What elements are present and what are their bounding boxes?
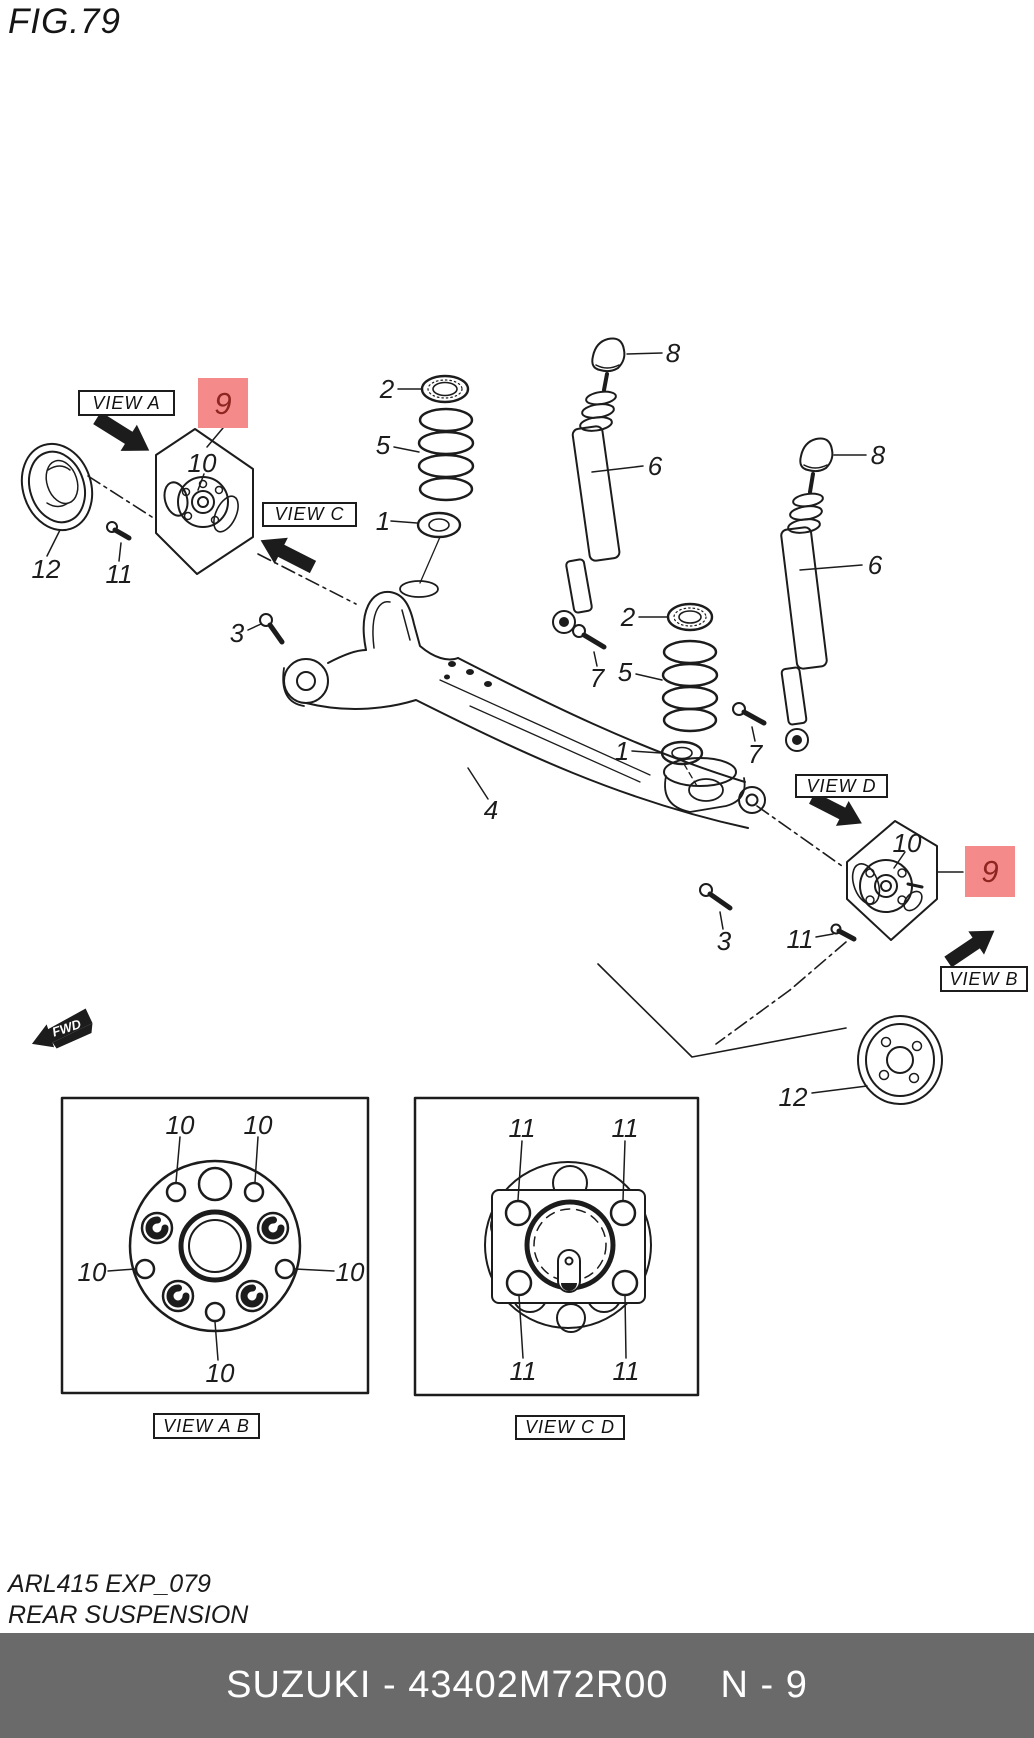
part-callout-10: 10 [165,1110,195,1140]
hub-box-right [846,820,964,941]
view-cd-figure [413,1096,700,1397]
part-callout-7: 7 [589,663,605,693]
drawing-code: ARL415 EXP_079 [8,1570,211,1598]
part-callout-2: 2 [379,374,395,404]
part-callout-10: 10 [335,1257,365,1287]
shock-absorber-left [552,337,663,634]
view-label-view-cd: VIEW C D [515,1415,625,1440]
view-label-view-ab: VIEW A B [153,1413,260,1439]
view-label-view-c: VIEW C [262,502,357,527]
view-label-view-b: VIEW B [940,966,1028,992]
part-callout-11: 11 [786,924,814,954]
view-c-arrow [252,526,321,582]
centerline-right [756,805,843,867]
figure-number: FIG.79 [8,2,121,41]
centerline-right-2 [789,941,847,991]
part-callout-11: 11 [105,559,133,589]
part-callout-3: 3 [716,926,732,956]
hub-assembly-left [163,476,239,533]
brake-drum-left [20,442,94,557]
part-callout-8: 8 [665,338,681,368]
bolt-7-right [732,702,767,742]
axle-beam [282,580,766,829]
part-callout-5: 5 [617,657,633,687]
centerline-left [87,475,153,518]
view-label-view-a: VIEW A [78,390,175,416]
bolt-11-right [815,923,857,942]
part-callout-11: 11 [612,1356,640,1386]
bolt-11-left [106,521,132,562]
part-callout-10: 10 [205,1358,235,1388]
fwd-arrow: FWD [31,1008,93,1049]
spring-group-upper [390,374,475,584]
part-callout-1: 1 [614,736,630,766]
part-callout-10: 10 [892,828,922,858]
part-callout-4: 4 [483,795,499,825]
part-callout-10: 10 [187,448,217,478]
centerline-right-3 [715,989,791,1045]
part-callout-10: 10 [77,1257,107,1287]
highlighted-part-9-right[interactable]: 9 [965,846,1015,897]
part-callout-3: 3 [229,618,245,648]
shock-absorber-right [780,437,867,752]
bolt-3-left [247,613,285,645]
part-callout-6: 6 [647,451,663,481]
hub-assembly-right [851,859,924,913]
part-callout-12: 12 [31,554,61,584]
part-callout-10: 10 [243,1110,273,1140]
bolt-3-right [699,883,733,930]
view-ab-figure [60,1096,370,1395]
footer-page-ref: N - 9 [720,1664,808,1706]
part-callout-1: 1 [375,506,391,536]
view-construction-line [597,963,847,1058]
part-callout-7: 7 [747,739,763,769]
footer-bar: SUZUKI - 43402M72R00 N - 9 [0,1633,1034,1738]
bolt-7-left [572,624,607,667]
part-callout-12: 12 [778,1082,808,1112]
part-callout-11: 11 [508,1113,536,1143]
part-callout-2: 2 [620,602,636,632]
spring-group-lower [631,602,719,787]
brake-drum-right [811,1015,943,1105]
highlighted-part-9-left[interactable]: 9 [198,378,248,428]
part-callout-11: 11 [509,1356,537,1386]
view-label-view-d: VIEW D [795,774,888,798]
part-callout-5: 5 [375,430,391,460]
part-callout-8: 8 [870,440,886,470]
part-callout-6: 6 [867,550,883,580]
drawing-title: REAR SUSPENSION [8,1601,249,1629]
part-callout-11: 11 [611,1113,639,1143]
footer-part-number: SUZUKI - 43402M72R00 [226,1664,669,1706]
